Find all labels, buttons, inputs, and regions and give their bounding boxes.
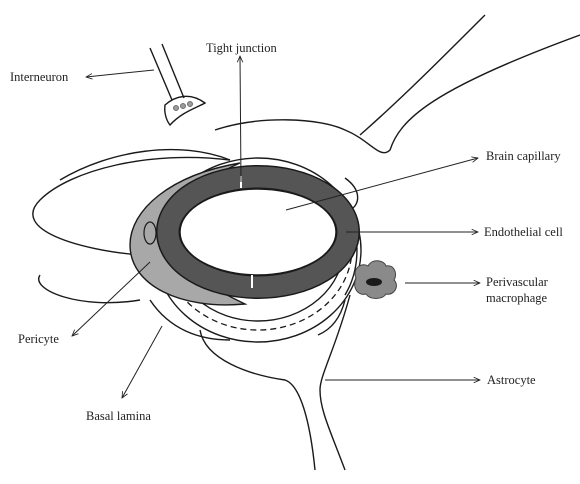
label-interneuron: Interneuron <box>10 70 69 84</box>
interneuron-terminal <box>150 44 205 125</box>
label-tight-junction: Tight junction <box>206 41 277 55</box>
label-perivascular-line2: macrophage <box>486 291 548 305</box>
tight-junction-pointer <box>240 56 241 182</box>
label-brain-capillary: Brain capillary <box>486 149 561 163</box>
interneuron-pointer <box>86 70 154 77</box>
macrophage-nucleus <box>366 278 382 286</box>
label-basal-lamina: Basal lamina <box>86 409 151 423</box>
capillary-lumen <box>180 189 336 275</box>
label-perivascular-line1: Perivascular <box>486 275 549 289</box>
label-astrocyte: Astrocyte <box>487 373 536 387</box>
pericyte-pointer <box>72 262 150 336</box>
label-endothelial-cell: Endothelial cell <box>484 225 563 239</box>
basal-lamina-pointer <box>122 326 162 398</box>
label-pericyte: Pericyte <box>18 332 59 346</box>
